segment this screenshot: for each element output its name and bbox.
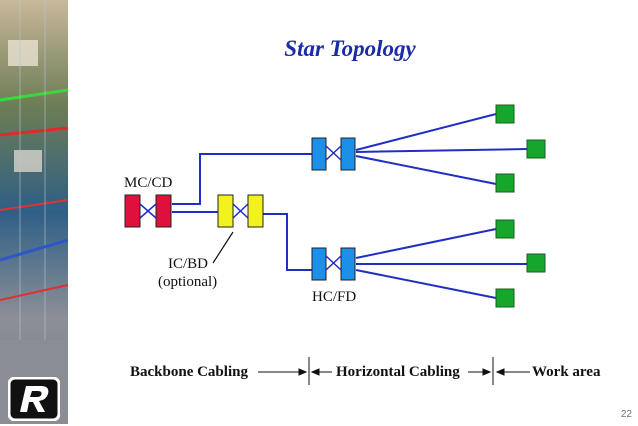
page-number: 22 <box>620 409 632 420</box>
work-area-outlet <box>495 173 515 193</box>
work-area-outlet <box>495 104 515 124</box>
slide-title: Star Topology <box>284 36 416 61</box>
ic-bd-label: IC/BD <box>168 256 209 272</box>
horizontal-cross-connect-upper <box>311 137 356 171</box>
work-area-outlet <box>526 139 546 159</box>
horizontal-cable <box>355 155 497 185</box>
backbone-cable-lower <box>263 213 312 271</box>
r-logo-icon <box>7 376 61 422</box>
mc-cd-label: MC/CD <box>124 175 173 191</box>
hc-fd-label: HC/FD <box>312 289 357 305</box>
backbone-cable-upper <box>172 153 312 205</box>
work-area-outlet <box>526 253 546 273</box>
horizontal-cable <box>355 269 497 299</box>
ic-optional-label: (optional) <box>158 274 218 290</box>
work-area-outlet <box>495 219 515 239</box>
horizontal-cross-connect-lower <box>311 247 356 281</box>
backbone-cabling-label: Backbone Cabling <box>130 364 248 380</box>
horizontal-cable <box>355 113 497 151</box>
work-area-outlet <box>495 288 515 308</box>
ic-pointer-line <box>212 231 234 264</box>
work-area-label: Work area <box>532 364 601 380</box>
intermediate-cross-connect <box>217 194 264 228</box>
horizontal-cable <box>355 228 497 259</box>
main-cross-connect <box>124 194 172 228</box>
horizontal-cabling-label: Horizontal Cabling <box>336 364 460 380</box>
horizontal-cable <box>355 148 528 153</box>
